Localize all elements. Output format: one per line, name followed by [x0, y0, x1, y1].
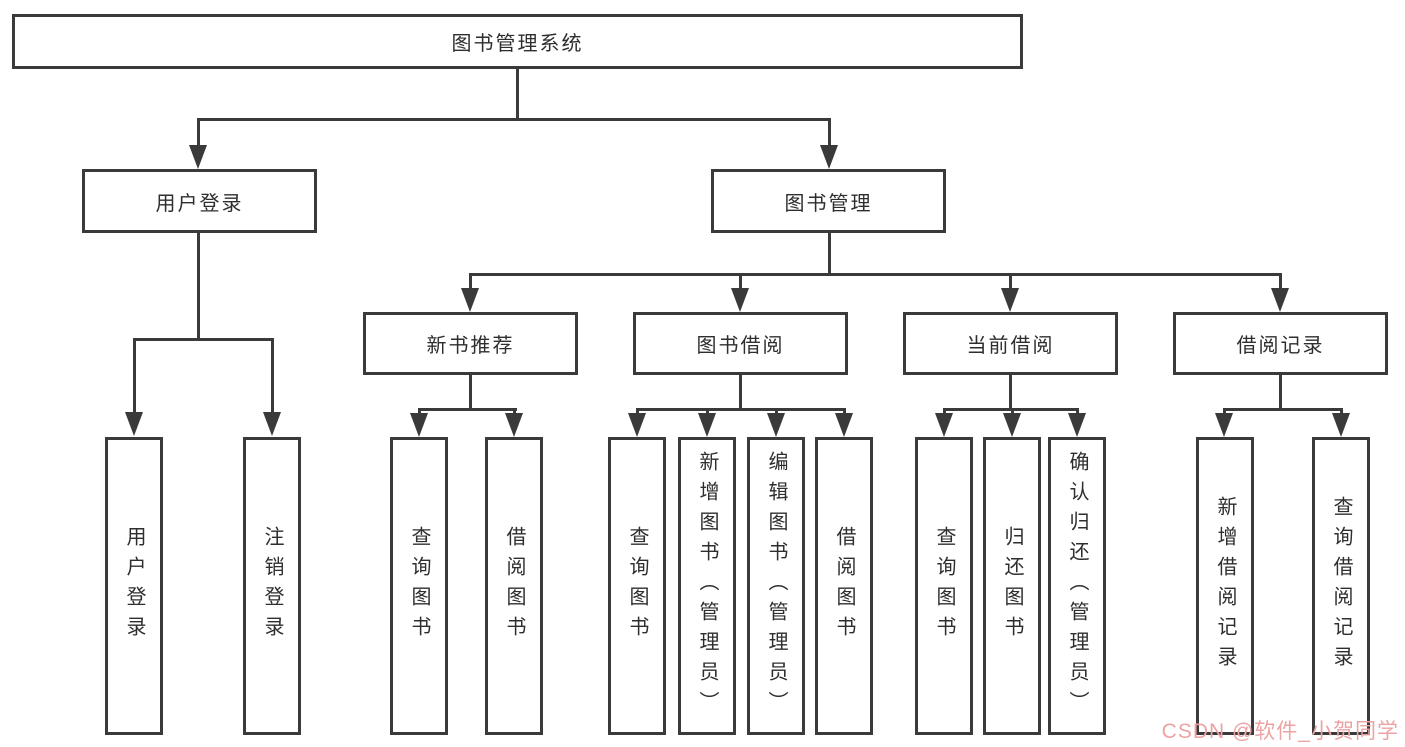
connector-g4-shaft-1	[1223, 408, 1226, 416]
connector-l3-shaft-2	[739, 273, 742, 289]
node-root: 图书管理系统	[12, 14, 1023, 69]
watermark: CSDN @软件_小贺同学	[1161, 720, 1399, 743]
arrow-down-user	[189, 145, 207, 169]
node-current-borrowing-label: 当前借阅	[966, 335, 1055, 357]
connector-level1-rail	[197, 118, 831, 121]
arrow-down-g2-3	[767, 413, 785, 437]
node-current-borrowing: 当前借阅	[903, 312, 1118, 375]
connector-g4-stem	[1279, 375, 1282, 408]
leaf-query-book-borrow: 查询图书	[608, 437, 666, 735]
leaf-add-book-admin: 新增图书（管理员）	[678, 437, 736, 735]
connector-g4-shaft-2	[1340, 408, 1343, 416]
connector-book-shaft	[828, 118, 831, 147]
connector-user-stem	[197, 233, 200, 338]
connector-book-stem	[828, 233, 831, 273]
node-root-label: 图书管理系统	[451, 33, 584, 55]
leaf-edit-book-admin: 编辑图书（管理员）	[747, 437, 805, 735]
arrow-down-g3-1	[935, 413, 953, 437]
leaf-confirm-return-admin-label: 确认归还（管理员）	[1066, 451, 1088, 721]
connector-l3-shaft-4	[1279, 273, 1282, 289]
connector-g2-shaft-3	[775, 408, 778, 416]
leaf-return-book: 归还图书	[983, 437, 1041, 735]
leaf-query-book-recommend: 查询图书	[390, 437, 448, 735]
leaf-query-book-current-label: 查询图书	[933, 526, 955, 646]
leaf-user-login-label: 用户登录	[123, 526, 145, 646]
leaf-borrow-book-recommend-label: 借阅图书	[503, 526, 525, 646]
arrow-down-g1-1	[410, 413, 428, 437]
leaf-add-borrow-record-label: 新增借阅记录	[1214, 496, 1236, 676]
arrow-down-g2-4	[835, 413, 853, 437]
arrow-down-g2-1	[628, 413, 646, 437]
connector-g1-shaft-1	[418, 408, 421, 416]
leaf-user-login: 用户登录	[105, 437, 163, 735]
leaf-logout-label: 注销登录	[261, 526, 283, 646]
connector-g1-stem	[469, 375, 472, 408]
connector-user-child2-shaft	[271, 338, 274, 414]
arrow-down-g3-3	[1068, 413, 1086, 437]
arrow-down-user-child2	[263, 412, 281, 436]
leaf-add-book-admin-label: 新增图书（管理员）	[696, 451, 718, 721]
arrow-down-g3-2	[1003, 413, 1021, 437]
arrow-down-g4-1	[1215, 413, 1233, 437]
node-book-borrowing: 图书借阅	[633, 312, 848, 375]
arrow-down-g1-2	[505, 413, 523, 437]
connector-user-child1-shaft	[133, 338, 136, 414]
leaf-query-book-borrow-label: 查询图书	[626, 526, 648, 646]
arrow-down-g4-2	[1332, 413, 1350, 437]
leaf-query-book-current: 查询图书	[915, 437, 973, 735]
node-new-book-recommend-label: 新书推荐	[426, 335, 515, 357]
connector-g2-shaft-4	[843, 408, 846, 416]
arrow-down-g2-2	[698, 413, 716, 437]
leaf-query-book-recommend-label: 查询图书	[408, 526, 430, 646]
arrow-down-l3-1	[461, 288, 479, 312]
arrow-down-l3-3	[1001, 288, 1019, 312]
connector-g3-shaft-3	[1076, 408, 1079, 416]
connector-g1-rail	[418, 408, 517, 411]
leaf-confirm-return-admin: 确认归还（管理员）	[1048, 437, 1106, 735]
connector-g4-rail	[1223, 408, 1343, 411]
connector-g3-stem	[1009, 375, 1012, 408]
connector-user-shaft	[197, 118, 200, 147]
node-user-login-label: 用户登录	[155, 192, 244, 215]
connector-user-rail	[133, 338, 274, 341]
leaf-borrow-book: 借阅图书	[815, 437, 873, 735]
connector-root-stem	[516, 69, 519, 118]
leaf-add-borrow-record: 新增借阅记录	[1196, 437, 1254, 735]
connector-l3-shaft-3	[1009, 273, 1012, 289]
arrow-down-l3-4	[1271, 288, 1289, 312]
arrow-down-user-child1	[125, 412, 143, 436]
leaf-return-book-label: 归还图书	[1001, 526, 1023, 646]
leaf-query-borrow-record: 查询借阅记录	[1312, 437, 1370, 735]
leaf-logout: 注销登录	[243, 437, 301, 735]
node-book-borrowing-label: 图书借阅	[696, 335, 785, 357]
connector-g3-shaft-2	[1011, 408, 1014, 416]
connector-g2-shaft-2	[706, 408, 709, 416]
connector-l3-shaft-1	[469, 273, 472, 289]
node-book-management: 图书管理	[711, 169, 946, 233]
node-borrowing-records-label: 借阅记录	[1236, 335, 1325, 357]
node-book-management-label: 图书管理	[784, 192, 873, 215]
node-new-book-recommend: 新书推荐	[363, 312, 578, 375]
connector-level3-rail	[469, 273, 1282, 276]
node-borrowing-records: 借阅记录	[1173, 312, 1388, 375]
connector-g2-rail	[636, 408, 846, 411]
arrow-down-l3-2	[731, 288, 749, 312]
leaf-borrow-book-label: 借阅图书	[833, 526, 855, 646]
leaf-borrow-book-recommend: 借阅图书	[485, 437, 543, 735]
connector-g2-shaft-1	[636, 408, 639, 416]
connector-g1-shaft-2	[513, 408, 516, 416]
connector-g2-stem	[739, 375, 742, 408]
node-user-login: 用户登录	[82, 169, 317, 233]
arrow-down-book	[820, 145, 838, 169]
leaf-edit-book-admin-label: 编辑图书（管理员）	[765, 451, 787, 721]
leaf-query-borrow-record-label: 查询借阅记录	[1330, 496, 1352, 676]
connector-g3-shaft-1	[943, 408, 946, 416]
